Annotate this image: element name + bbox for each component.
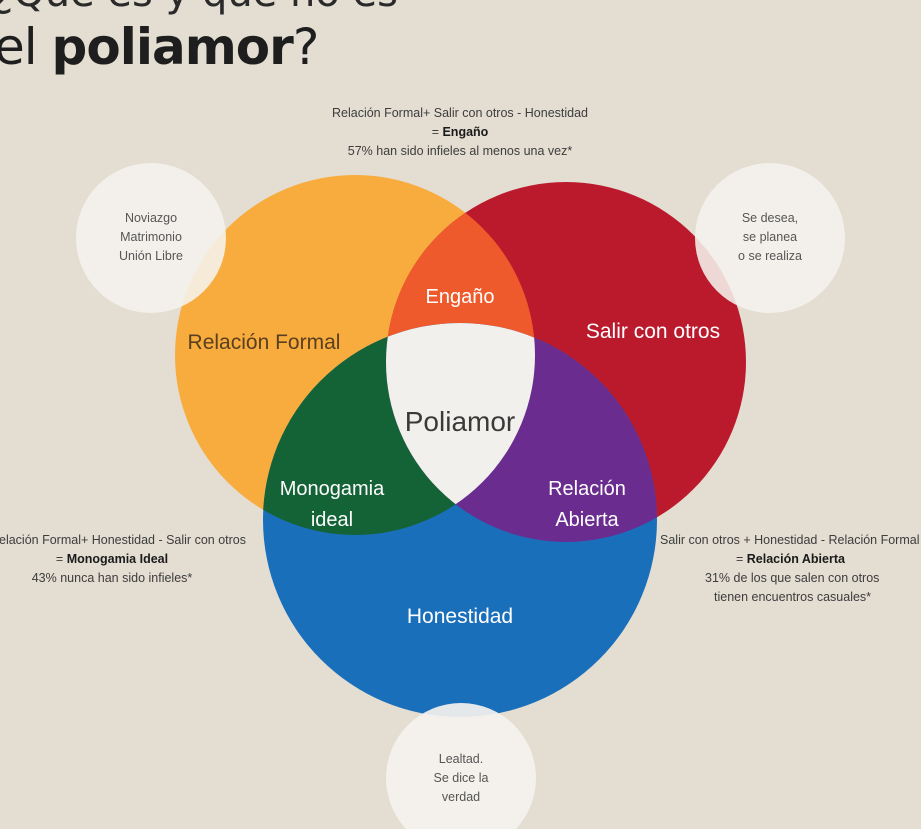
note-monogamia-formula: Relación Formal+ Honestidad - Salir con … (0, 533, 246, 547)
note-engano: Relación Formal+ Salir con otros - Hones… (260, 104, 660, 161)
label-salir-con-otros: Salir con otros (586, 320, 720, 343)
bubble-honestidad-line2: Se dice la (434, 771, 489, 785)
title-suffix: ? (292, 18, 320, 76)
bubble-formal-line3: Unión Libre (119, 249, 183, 263)
note-monogamia-stat: 43% nunca han sido infieles* (31, 571, 193, 585)
label-engano: Engaño (426, 286, 495, 308)
note-abierta-eq: = (736, 552, 747, 566)
bubble-honestidad-line1: Lealtad. (439, 752, 483, 766)
title-top-line: ¿Qué es y qué no es (0, 0, 398, 16)
note-abierta-result-line: = Relación Abierta (660, 550, 921, 569)
note-abierta-stat2: tienen encuentros casuales* (714, 590, 872, 604)
bubble-salir (695, 163, 845, 313)
note-abierta-formula: Salir con otros + Honestidad - Relación … (660, 533, 920, 547)
label-relacion-formal: Relación Formal (188, 331, 341, 354)
label-monogamia-line2: ideal (311, 509, 353, 531)
bubble-salir-line3: o se realiza (738, 249, 802, 263)
note-abierta-stat1: 31% de los que salen con otros (705, 571, 880, 585)
label-abierta-line1: Relación (548, 478, 626, 500)
note-engano-formula: Relación Formal+ Salir con otros - Hones… (331, 106, 589, 120)
note-abierta-result: Relación Abierta (746, 552, 845, 566)
label-monogamia-line1: Monogamia (280, 478, 385, 500)
note-engano-result-line: = Engaño (260, 123, 660, 142)
bubble-honestidad-line3: verdad (442, 790, 480, 804)
title-prefix: el (0, 18, 38, 76)
title-keyword: poliamor (51, 18, 294, 76)
page-title: el poliamor? (0, 18, 320, 76)
bubble-salir-line1: Se desea, (742, 211, 798, 225)
bubble-honestidad (386, 703, 536, 829)
bubble-salir-line2: se planea (743, 230, 797, 244)
label-abierta-line2: Abierta (555, 509, 619, 531)
note-monogamia-result-line: = Monogamia Ideal (0, 550, 342, 569)
note-monogamia-eq: = (55, 552, 67, 566)
note-monogamia-result: Monogamia Ideal (66, 552, 169, 566)
label-poliamor: Poliamor (405, 406, 515, 437)
note-engano-stat: 57% han sido infieles al menos una vez* (347, 144, 573, 158)
note-engano-eq: = (431, 125, 443, 139)
note-monogamia: Relación Formal+ Honestidad - Salir con … (0, 531, 342, 588)
note-abierta: Salir con otros + Honestidad - Relación … (660, 531, 921, 607)
note-engano-result: Engaño (442, 125, 489, 139)
bubble-formal-line1: Noviazgo (125, 211, 177, 225)
bubble-formal-line2: Matrimonio (120, 230, 182, 244)
label-honestidad: Honestidad (407, 605, 513, 628)
bubble-formal (76, 163, 226, 313)
